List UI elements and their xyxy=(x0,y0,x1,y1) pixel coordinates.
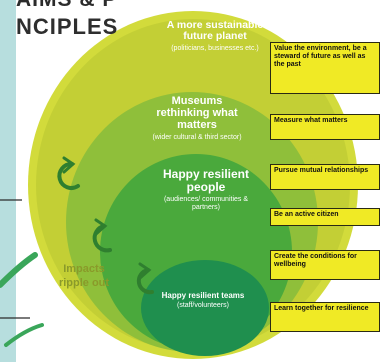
circle-subheading: (wider cultural & third sector) xyxy=(152,133,242,141)
page-title-main: NCIPLES xyxy=(16,14,119,39)
principle-box xyxy=(270,250,380,280)
circle-label-future-planet: A more sustainable future planet (politi… xyxy=(155,19,275,53)
principle-box xyxy=(270,42,380,94)
principle-text: Pursue mutual relationships xyxy=(270,164,380,190)
principle-text: Create the conditions for wellbeing xyxy=(270,250,380,280)
curved-arrow-icon xyxy=(92,218,112,253)
circle-label-people: Happy resilient people (audiences/ commu… xyxy=(162,168,250,212)
circle-label-teams: Happy resilient teams (staff/volunteers) xyxy=(158,291,248,310)
principle-box xyxy=(270,114,380,140)
principle-text: Learn together for resilience xyxy=(270,302,380,332)
principle-box xyxy=(270,208,380,226)
principle-text: Measure what matters xyxy=(270,114,380,140)
circle-subheading: (politicians, businesses etc.) xyxy=(171,44,259,52)
principle-box xyxy=(270,302,380,332)
circle-subheading: (staff/volunteers) xyxy=(176,301,229,309)
circle-heading: Happy resilient people xyxy=(162,167,250,194)
principle-text: Value the environment, be a steward of f… xyxy=(270,42,380,94)
principle-text: Be an active citizen xyxy=(270,208,380,226)
curved-arrow-icon xyxy=(136,262,154,295)
curved-arrow-icon xyxy=(57,156,80,190)
left-panel-strip xyxy=(0,0,16,362)
circle-heading: Museums rethinking what matters xyxy=(156,95,238,131)
page-title-partial: AIMS & P xyxy=(16,0,117,12)
green-swoosh xyxy=(0,252,38,288)
green-swoosh xyxy=(4,323,44,347)
circle-heading: A more sustainable future planet xyxy=(166,19,264,43)
circle-teams xyxy=(141,260,269,356)
circle-label-museums: Museums rethinking what matters (wider c… xyxy=(152,95,242,142)
impacts-label: Impacts ripple out xyxy=(58,263,110,290)
principle-box xyxy=(270,164,380,190)
circle-subheading: (audiences/ communities & partners) xyxy=(163,195,249,211)
circle-heading: Happy resilient teams xyxy=(161,291,245,300)
page-title: AIMS & P NCIPLES xyxy=(0,0,160,46)
